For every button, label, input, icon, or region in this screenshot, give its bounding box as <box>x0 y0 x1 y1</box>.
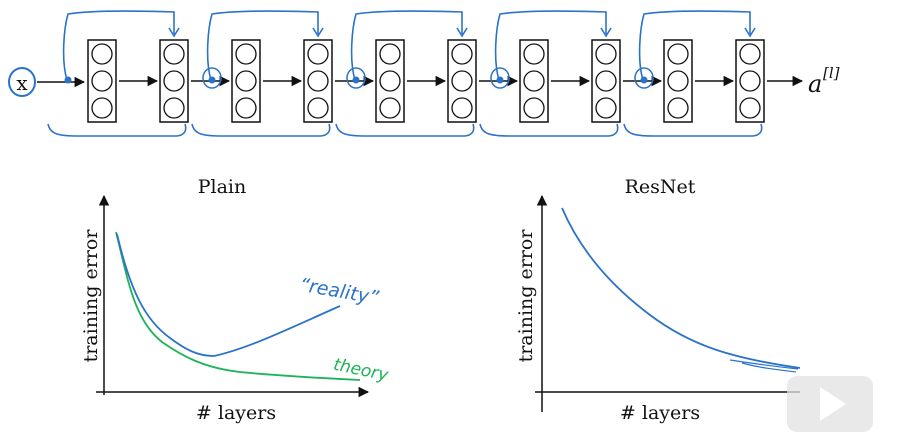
layer-box <box>447 39 477 123</box>
layer-box <box>375 39 405 123</box>
play-icon <box>820 387 846 421</box>
block-bracket <box>623 123 763 137</box>
layer-box <box>231 39 261 123</box>
skip-connection <box>206 10 319 81</box>
block-bracket <box>335 123 475 137</box>
play-button[interactable] <box>787 376 873 432</box>
block-bracket <box>479 123 619 137</box>
block-bracket <box>47 123 187 137</box>
output-superscript: [l] <box>823 64 840 82</box>
theory-annotation: theory <box>332 355 391 386</box>
resnet-chart: ResNet training error # layers <box>515 176 801 424</box>
residual-block <box>47 10 231 137</box>
layer-box <box>303 39 333 123</box>
residual-block <box>479 10 663 137</box>
skip-start-dot <box>496 76 504 84</box>
skip-arrowhead <box>600 27 612 38</box>
output-label: a <box>808 70 822 98</box>
reality-annotation: “reality” <box>298 274 381 310</box>
skip-start-dot <box>352 76 360 84</box>
skip-arrowhead <box>456 27 468 38</box>
skip-junction <box>202 67 222 89</box>
input-label: x <box>16 71 28 95</box>
residual-block <box>623 10 804 137</box>
layer-box <box>159 39 189 123</box>
layer-box <box>87 39 117 123</box>
skip-start-dot <box>640 76 648 84</box>
plain-chart: Plain training error # layers “reality” … <box>80 176 391 424</box>
theory-curve <box>115 231 361 381</box>
skip-junction <box>634 67 654 89</box>
skip-arrowhead <box>744 27 756 38</box>
skip-start-dot <box>208 76 216 84</box>
skip-connection <box>62 10 175 81</box>
residual-block <box>191 10 375 137</box>
plain-x-label: # layers <box>196 402 276 424</box>
resnet-y-label: training error <box>515 229 537 363</box>
block-bracket <box>191 123 331 137</box>
resnet-curve-scribble <box>729 359 799 373</box>
layer-box <box>591 39 621 123</box>
resnet-chart-title: ResNet <box>625 176 696 198</box>
output-label-group: a [l] <box>808 64 840 98</box>
skip-junction <box>346 67 366 89</box>
input-node: x <box>8 67 36 97</box>
skip-connection <box>350 10 463 81</box>
layer-box <box>663 39 693 123</box>
resnet-curve <box>561 207 801 369</box>
plain-chart-title: Plain <box>198 176 247 198</box>
skip-arrowhead <box>312 27 324 38</box>
reality-curve <box>116 233 341 357</box>
layer-box <box>519 39 549 123</box>
residual-block <box>335 10 519 137</box>
residual-blocks <box>47 10 804 137</box>
skip-connection <box>494 10 607 81</box>
layer-box <box>735 39 765 123</box>
skip-start-dot <box>64 76 72 84</box>
skip-junction <box>490 67 510 89</box>
skip-arrowhead <box>168 27 180 38</box>
plain-y-label: training error <box>80 229 102 363</box>
network-diagram: x a [l] <box>8 10 840 137</box>
skip-connection <box>638 10 751 81</box>
resnet-x-label: # layers <box>620 402 700 424</box>
